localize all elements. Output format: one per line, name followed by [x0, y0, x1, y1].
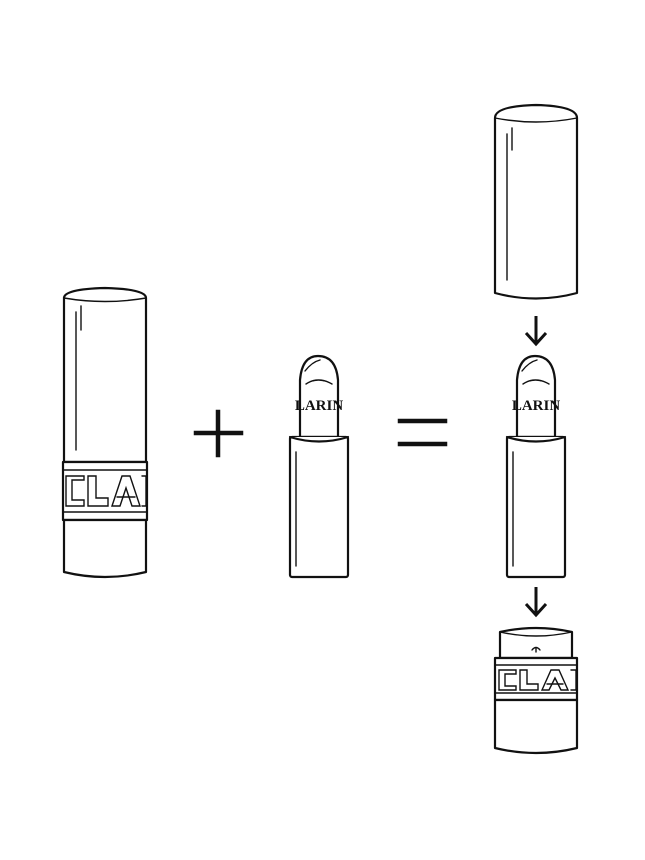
outer-case: [61, 286, 149, 579]
arrow-down-icon: [524, 316, 548, 347]
lipstick-refill: LARIN: [288, 354, 350, 579]
assembly-cap: [493, 103, 579, 300]
outer-case-band: [61, 460, 149, 522]
assembly-refill: LARIN: [505, 354, 567, 579]
equals-sign: [397, 418, 448, 447]
plus-sign: [193, 409, 244, 458]
outer-case-band-pattern: [65, 475, 147, 507]
refill-bullet: [298, 354, 340, 439]
assembly-band-pattern: [498, 669, 577, 691]
assembly-refill-bullet: [515, 354, 557, 439]
assembly-refill-engraving: LARIN: [512, 398, 561, 414]
assembly-base: [493, 626, 579, 755]
arrow-down-icon-2: [524, 587, 548, 618]
refill-bullet-engraving: LARIN: [295, 398, 344, 414]
refill-sleeve: [288, 435, 350, 579]
outer-case-base: [62, 518, 148, 579]
